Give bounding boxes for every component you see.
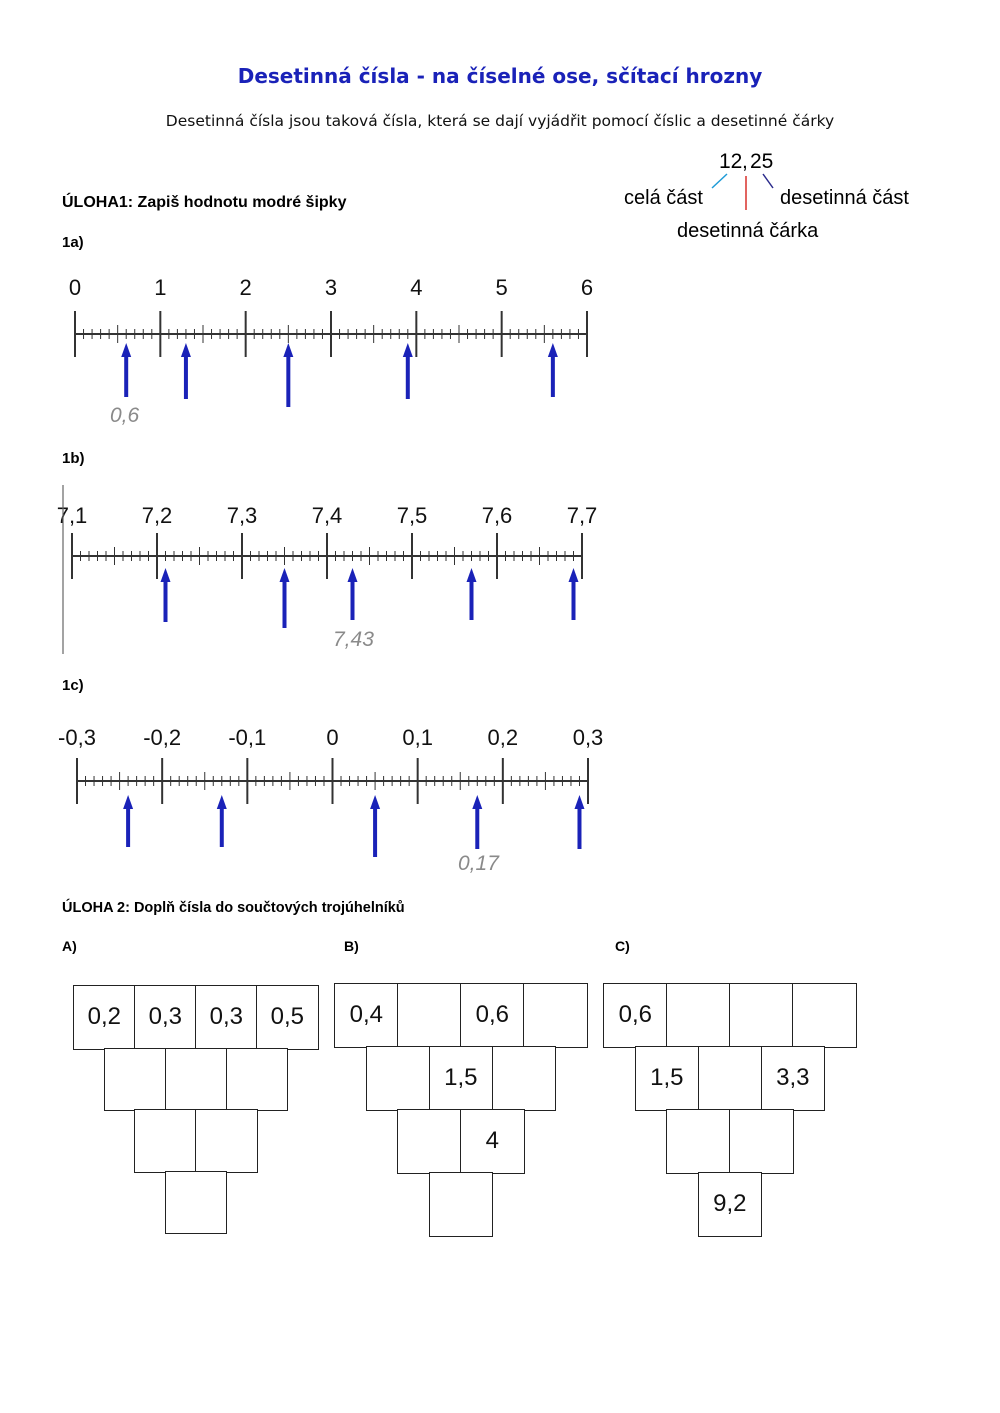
task2-heading: ÚLOHA 2: Doplň čísla do součtových trojú… xyxy=(62,900,405,916)
legend-comma: , xyxy=(742,150,748,173)
tick-label: 7,6 xyxy=(482,503,513,528)
triangle-cell[interactable] xyxy=(428,1172,494,1237)
triangle-cell: 0,6 xyxy=(460,983,525,1048)
triangle-cell: 0,4 xyxy=(334,983,399,1048)
line-1c-label: 1c) xyxy=(62,677,84,694)
blue-arrow xyxy=(216,795,227,847)
triangle-cell[interactable] xyxy=(666,1109,731,1174)
triangle-cell: 0,6 xyxy=(603,983,668,1048)
example-answer: 7,43 xyxy=(333,628,374,651)
triangle-cell[interactable] xyxy=(397,1109,462,1174)
triangle-cell: 0,5 xyxy=(256,985,319,1050)
triangle-cell[interactable] xyxy=(523,983,588,1048)
tick-label: -0,3 xyxy=(58,725,96,750)
blue-arrow xyxy=(347,568,358,620)
blue-arrow xyxy=(466,568,477,620)
legend-decimal-part: 25 xyxy=(750,150,774,173)
blue-arrow xyxy=(568,568,579,620)
triangle-c-label: C) xyxy=(615,938,630,954)
tick-label: 7,4 xyxy=(312,503,343,528)
tick-label: 7,1 xyxy=(57,503,88,528)
triangle-cell: 0,2 xyxy=(73,985,136,1050)
example-answer: 0,6 xyxy=(110,404,140,427)
tick-label: 2 xyxy=(240,275,252,300)
triangle-cell: 3,3 xyxy=(760,1046,826,1111)
blue-arrow xyxy=(180,343,191,399)
line-1a-label: 1a) xyxy=(62,234,84,251)
tick-label: 1 xyxy=(154,275,166,300)
blue-arrow xyxy=(160,568,171,622)
tick-label: 0,3 xyxy=(573,725,604,750)
triangle-cell: 9,2 xyxy=(697,1172,763,1237)
tick-label: 4 xyxy=(410,275,422,300)
tick-label: -0,1 xyxy=(228,725,266,750)
example-answer: 0,17 xyxy=(458,852,500,875)
triangle-cell[interactable] xyxy=(134,1109,197,1173)
blue-arrow xyxy=(547,343,558,397)
triangle-cell[interactable] xyxy=(195,1109,258,1173)
legend-whole-part: 12 xyxy=(719,150,743,173)
triangle-cell[interactable] xyxy=(729,1109,794,1174)
triangle-cell[interactable] xyxy=(103,1048,167,1111)
triangle-cell: 0,3 xyxy=(134,985,197,1050)
triangle-cell[interactable] xyxy=(365,1046,431,1111)
tick-label: 0 xyxy=(69,275,81,300)
page-subtitle: Desetinná čísla jsou taková čísla, která… xyxy=(165,112,835,130)
legend-decimal-label: desetinná část xyxy=(780,187,909,209)
line-1b-label: 1b) xyxy=(62,450,85,467)
page-title: Desetinná čísla - na číselné ose, sčítac… xyxy=(237,64,763,88)
triangle-cell: 1,5 xyxy=(428,1046,494,1111)
task1-heading: ÚLOHA1: Zapiš hodnotu modré šipky xyxy=(62,194,347,211)
triangle-cell[interactable] xyxy=(225,1048,289,1111)
triangle-cell[interactable] xyxy=(697,1046,763,1111)
blue-arrow xyxy=(121,343,132,397)
triangle-cell[interactable] xyxy=(491,1046,557,1111)
tick-label: 6 xyxy=(581,275,593,300)
blue-arrow xyxy=(574,795,585,849)
tick-label: 3 xyxy=(325,275,337,300)
triangle-cell: 1,5 xyxy=(634,1046,700,1111)
blue-arrow xyxy=(472,795,483,849)
triangle-b-label: B) xyxy=(344,938,359,954)
triangle-cell[interactable] xyxy=(164,1048,228,1111)
tick-label: 7,5 xyxy=(397,503,428,528)
blue-arrow xyxy=(402,343,413,399)
triangle-cell: 0,3 xyxy=(195,985,258,1050)
blue-arrow xyxy=(279,568,290,628)
tick-label: 7,7 xyxy=(567,503,598,528)
tick-label: -0,2 xyxy=(143,725,181,750)
triangle-a-label: A) xyxy=(62,938,77,954)
triangle-cell: 4 xyxy=(460,1109,525,1174)
tick-label: 5 xyxy=(496,275,508,300)
triangle-cell[interactable] xyxy=(666,983,731,1048)
legend-whole-label: celá část xyxy=(624,187,703,209)
blue-arrow xyxy=(283,343,294,407)
tick-label: 0,1 xyxy=(402,725,433,750)
blue-arrow xyxy=(370,795,381,857)
tick-label: 0 xyxy=(326,725,338,750)
legend-comma-label: desetinná čárka xyxy=(677,220,819,242)
triangle-cell[interactable] xyxy=(164,1171,228,1234)
tick-label: 7,2 xyxy=(142,503,173,528)
blue-arrow xyxy=(123,795,134,847)
triangle-cell[interactable] xyxy=(729,983,794,1048)
triangle-cell[interactable] xyxy=(397,983,462,1048)
triangle-cell[interactable] xyxy=(792,983,857,1048)
legend-connectors xyxy=(711,173,774,210)
tick-label: 0,2 xyxy=(488,725,519,750)
tick-label: 7,3 xyxy=(227,503,258,528)
